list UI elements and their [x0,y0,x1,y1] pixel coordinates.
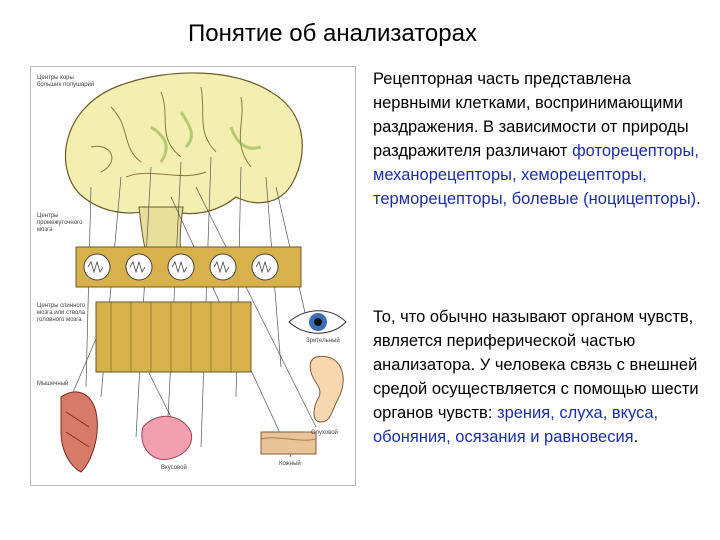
label-muscle: Мышечный [37,380,68,387]
receptor-types-highlight: фоторецепторы, механорецепторы, хемореце… [373,142,699,208]
label-brainstem-2: мозга или ствола [37,310,86,316]
slide-title: Понятие об анализаторах [188,20,477,47]
paragraph-sense-organs-text: То, что обычно называют органом чувств, … [373,308,699,422]
paragraph-sense-organs: То, что обычно называют органом чувств, … [373,305,713,449]
senses-highlight: зрения, слуха, вкуса, обоняния, осязания… [373,404,659,446]
tongue-illustration [141,415,193,461]
paragraph-receptors-text: Рецепторная часть представлена нервными … [373,70,689,160]
analyzer-diagram: Центры коры больших полушарий Центры про… [30,66,356,486]
label-auditory: Слуховой [311,429,338,436]
label-diencephalon-3: мозга [37,227,53,233]
label-diencephalon-1: Центры [37,213,59,219]
label-cortex-2: больших полушарий [37,81,94,88]
relay-nuclei [83,253,279,281]
label-brainstem-3: головного мозга [37,317,82,323]
label-skin: Кожный [279,460,301,467]
label-diencephalon-2: промежуточного [37,220,83,226]
analyzer-diagram-svg: Центры коры больших полушарий Центры про… [37,72,347,473]
label-brainstem-1: Центры спинного [37,303,86,309]
label-cortex-1: Центры коры [37,75,74,81]
spinal-block [95,301,252,373]
brain-illustration [64,72,303,215]
skin-illustration [260,431,317,455]
ear-illustration [309,355,344,423]
label-taste: Вкусовой [161,464,187,471]
paragraph-receptors: Рецепторная часть представлена нервными … [373,67,713,211]
label-visual: Зрительный [306,337,340,344]
paragraph-receptors-end: . [696,190,701,208]
muscle-illustration [60,391,98,473]
paragraph-sense-organs-end: . [633,428,639,446]
eye-illustration [288,310,347,334]
